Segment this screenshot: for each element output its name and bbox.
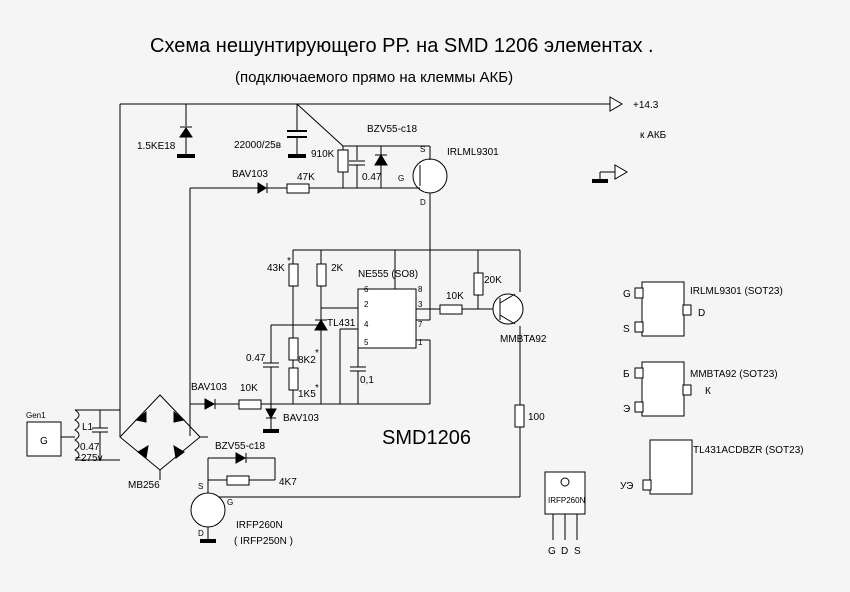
pin-s-top: S (420, 145, 425, 154)
label-c047-mid: 0.47 (246, 353, 266, 364)
pkg-irlml-d: D (698, 308, 705, 319)
irlml-package (641, 281, 685, 337)
label-cap-big: 22000/25в (234, 140, 281, 151)
label-c01: 0,1 (360, 375, 374, 386)
label-r43k: 43K (267, 263, 285, 274)
label-c047-top: 0.47 (362, 172, 382, 183)
label-smd1206: SMD1206 (382, 427, 471, 449)
pkg-irlml-name: IRLML9301 (SOT23) (690, 286, 783, 297)
pkg-mmbta-b: Б (623, 369, 630, 380)
label-r47k: 47K (297, 172, 315, 183)
tvs-diode-icon (179, 127, 193, 138)
label-r1k5: 1K5 (298, 389, 316, 400)
label-l1: L1 (82, 422, 94, 433)
label-zener-low: BZV55-c18 (215, 441, 265, 452)
bav-mid-icon (204, 398, 216, 410)
star-r1k5: * (315, 383, 319, 394)
label-r4k7: 4K7 (279, 477, 297, 488)
label-tvs: 1.5KE18 (137, 141, 176, 152)
label-r100: 100 (528, 412, 545, 423)
label-tl431: TL431 (327, 318, 356, 329)
star-r8k2: * (315, 348, 319, 359)
pin-d-low: D (198, 529, 204, 538)
ic-pin-5: 5 (364, 338, 369, 347)
label-ne555: NE555 (SO8) (358, 269, 418, 280)
pin-s-low: S (198, 482, 203, 491)
port-plus: +14.3 (633, 100, 659, 111)
generator-icon (26, 421, 62, 457)
pin-d-top: D (420, 198, 426, 207)
pkg-irlml-g: G (623, 289, 631, 300)
to247-package (544, 471, 586, 515)
label-mosfet-top: IRLML9301 (447, 147, 499, 158)
plus-port-arrow (609, 96, 623, 112)
ic-pin-2: 2 (364, 300, 369, 309)
ic-pin-7: 7 (418, 320, 423, 329)
ic-pin-1: 1 (418, 338, 423, 347)
gen-symbol: G (40, 436, 48, 447)
label-bav-low: BAV103 (283, 413, 319, 424)
pkg-mmbta-e: Э (623, 404, 630, 415)
pkg-to247-d: D (561, 546, 568, 557)
port-akb: к АКБ (640, 130, 667, 141)
pkg-to247-name: IRFP260N (548, 496, 586, 505)
label-bav-top: BAV103 (232, 169, 268, 180)
mmbta-package (641, 361, 685, 417)
ic-pin-8: 8 (418, 285, 423, 294)
bridge-icon (119, 394, 201, 471)
pkg-tl431-ue: УЭ (620, 481, 633, 492)
label-bav-mid: BAV103 (191, 382, 227, 393)
ic-pin-4: 4 (364, 320, 369, 329)
label-r910k: 910K (311, 149, 335, 160)
pkg-tl431-name: TL431ACDBZR (SOT23) (693, 445, 804, 456)
mosfet-low-icon (190, 492, 226, 528)
pkg-to247-g: G (548, 546, 556, 557)
label-bridge: MB256 (128, 480, 160, 491)
pkg-mmbta-name: MMBTA92 (SOT23) (690, 369, 778, 380)
schematic-title: Схема нешунтирующего РР. на SMD 1206 эле… (150, 35, 654, 57)
label-c047-ac: 0.47 (80, 442, 100, 453)
label-r8k2: 8K2 (298, 355, 316, 366)
label-r2k: 2K (331, 263, 344, 274)
bav-top-icon (257, 182, 267, 194)
ne555-chip (357, 288, 417, 349)
label-zener-top: BZV55-c18 (367, 124, 417, 135)
label-r10k-b: 10K (240, 383, 258, 394)
label-r10k-a: 10K (446, 291, 464, 302)
zener-low-icon (235, 452, 247, 464)
ic-pin-6: 6 (364, 285, 369, 294)
label-r20k: 20K (484, 275, 502, 286)
label-c-ac-v: ~275v (75, 453, 103, 464)
schematic-subtitle: (подключаемого прямо на клеммы АКБ) (235, 69, 513, 86)
label-gen: Gen1 (26, 411, 46, 420)
pkg-mmbta-k: К (705, 386, 711, 397)
pkg-irlml-s: S (623, 324, 630, 335)
pin-g-top: G (398, 174, 404, 183)
label-mosfet-low: IRFP260N (236, 520, 283, 531)
pin-g-low: G (227, 498, 233, 507)
ic-pin-3: 3 (418, 300, 423, 309)
pkg-to247-s: S (574, 546, 581, 557)
star-r43k: * (287, 256, 291, 267)
zener-top-icon (374, 154, 388, 166)
label-mosfet-low-alt: ( IRFP250N ) (234, 536, 293, 547)
tl431-package (649, 439, 693, 495)
label-transistor: MMBTA92 (500, 334, 547, 345)
